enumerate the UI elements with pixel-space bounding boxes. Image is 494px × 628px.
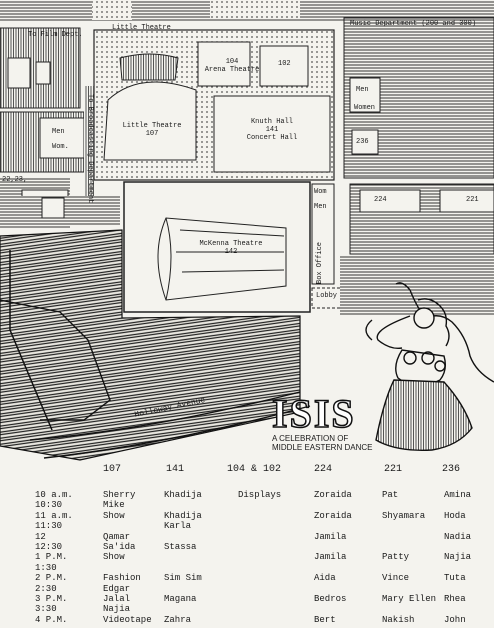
isis-logo: ISIS A CELEBRATION OF MIDDLE EASTERN DAN… <box>271 391 392 452</box>
schedule-entry: Show <box>103 552 125 563</box>
room-236-label: 236 <box>356 138 369 146</box>
mckenna-theatre-label: McKenna Theatre 142 <box>199 240 263 256</box>
schedule-entry: Mike <box>103 500 125 511</box>
wom-mid-label: Wom <box>314 188 327 196</box>
schedule-entry: Karla <box>164 521 192 532</box>
time-slot: 2:30 <box>35 583 57 594</box>
schedule-entry: John <box>444 614 466 625</box>
schedule-entry: Sim Sim <box>164 573 202 584</box>
schedule-entry: Jamila <box>314 552 347 563</box>
schedule-entry: Videotape <box>103 614 152 625</box>
schedule-entry: Fashion <box>103 573 141 584</box>
men-left-label: Men <box>52 128 65 136</box>
schedule-entry: Amina <box>444 490 472 500</box>
schedule-entry: Shyamara <box>382 510 426 521</box>
schedule-entry: Zoraida <box>314 510 352 521</box>
time-slot: 3:30 <box>35 604 57 615</box>
room-224-label: 224 <box>374 196 387 204</box>
broadcasting-label: To Broadcasting Department <box>86 94 94 204</box>
schedule-entry: Displays <box>238 490 282 500</box>
time-slot: 10 a.m. <box>35 490 73 500</box>
time-slot: 12:30 <box>35 542 63 552</box>
schedule-entry: Qamar <box>103 531 131 542</box>
time-slot: 12 <box>35 531 46 542</box>
column-header-236: 236 <box>442 464 461 475</box>
isis-title: ISIS <box>271 391 356 436</box>
schedule-entry: Magana <box>164 594 197 604</box>
isis-subtitle: A CELEBRATION OF MIDDLE EASTERN DANCE <box>272 434 373 452</box>
schedule-table: 107 141 104 & 102 224 221 236 10 a.m.10:… <box>0 462 494 628</box>
time-slot: 10:30 <box>35 500 63 511</box>
campus-map: To Film Dept. Little Theatre Music Depar… <box>0 0 494 461</box>
schedule-entry: Khadija <box>164 490 202 500</box>
schedule-entry: Rhea <box>444 594 466 604</box>
little-theatre-107-label: Little Theatre 107 <box>122 122 182 138</box>
room-102-label: 102 <box>278 60 291 68</box>
arena-theatre-label: 104 Arena Theatre <box>204 58 260 74</box>
music-department-label: Music Department (200 and 300) <box>350 20 477 28</box>
schedule-entry: Mary Ellen <box>382 594 437 604</box>
time-slot: 11:30 <box>35 521 63 532</box>
schedule-entry: Pat <box>382 490 399 500</box>
men-right-label: Men <box>356 86 369 94</box>
schedule-entry: Bedros <box>314 594 347 604</box>
schedule-entry: Nadia <box>444 531 472 542</box>
schedule-entry: Sa'ida <box>103 542 136 552</box>
map-drawing <box>0 0 494 461</box>
column-header-107: 107 <box>103 464 122 475</box>
column-header-221: 221 <box>384 464 403 475</box>
wom-left-label: Wom. <box>52 143 69 151</box>
time-slot: 1:30 <box>35 562 57 573</box>
women-right-label: Women <box>354 104 376 112</box>
time-slot: 4 P.M. <box>35 614 68 625</box>
time-slot: 11 a.m. <box>35 510 73 521</box>
schedule-entry: Zoraida <box>314 490 352 500</box>
schedule-entry: Tuta <box>444 573 466 584</box>
schedule-entry: Aida <box>314 573 336 584</box>
lobby-label: Lobby <box>316 292 338 300</box>
schedule-entry: Hoda <box>444 510 466 521</box>
rooms-22-23-label: 22,23, <box>2 176 28 184</box>
schedule-entry: Jamila <box>314 531 347 542</box>
time-slot: 1 P.M. <box>35 552 68 563</box>
schedule-entry: Sherry <box>103 490 136 500</box>
time-slot: 3 P.M. <box>35 594 68 604</box>
column-header-224: 224 <box>314 464 333 475</box>
schedule-entry: Zahra <box>164 614 192 625</box>
men-mid-label: Men <box>314 203 327 211</box>
column-header-141: 141 <box>166 464 185 475</box>
schedule-entry: Bert <box>314 614 336 625</box>
schedule-entry: Stassa <box>164 542 197 552</box>
time-slot: 2 P.M. <box>35 573 68 584</box>
knuth-hall-label: Knuth Hall 141 Concert Hall <box>246 118 298 142</box>
dancer-illustration <box>365 282 494 451</box>
schedule-entry: Jalal <box>103 594 131 604</box>
schedule-entry: Edgar <box>103 583 131 594</box>
schedule-entry: Najia <box>103 604 131 615</box>
schedule-entry: Vince <box>382 573 410 584</box>
box-office-label: Box Office <box>316 241 324 284</box>
column-header-104-102: 104 & 102 <box>227 464 282 475</box>
room-221-label: 221 <box>466 196 479 204</box>
schedule-entry: Patty <box>382 552 410 563</box>
little-theatre-top-label: Little Theatre <box>112 24 171 32</box>
schedule-entry: Show <box>103 510 125 521</box>
to-film-dept-label: To Film Dept. <box>28 31 83 39</box>
schedule-entry: Khadija <box>164 510 202 521</box>
schedule-entry: Nakish <box>382 614 415 625</box>
schedule-entry: Najia <box>444 552 472 563</box>
